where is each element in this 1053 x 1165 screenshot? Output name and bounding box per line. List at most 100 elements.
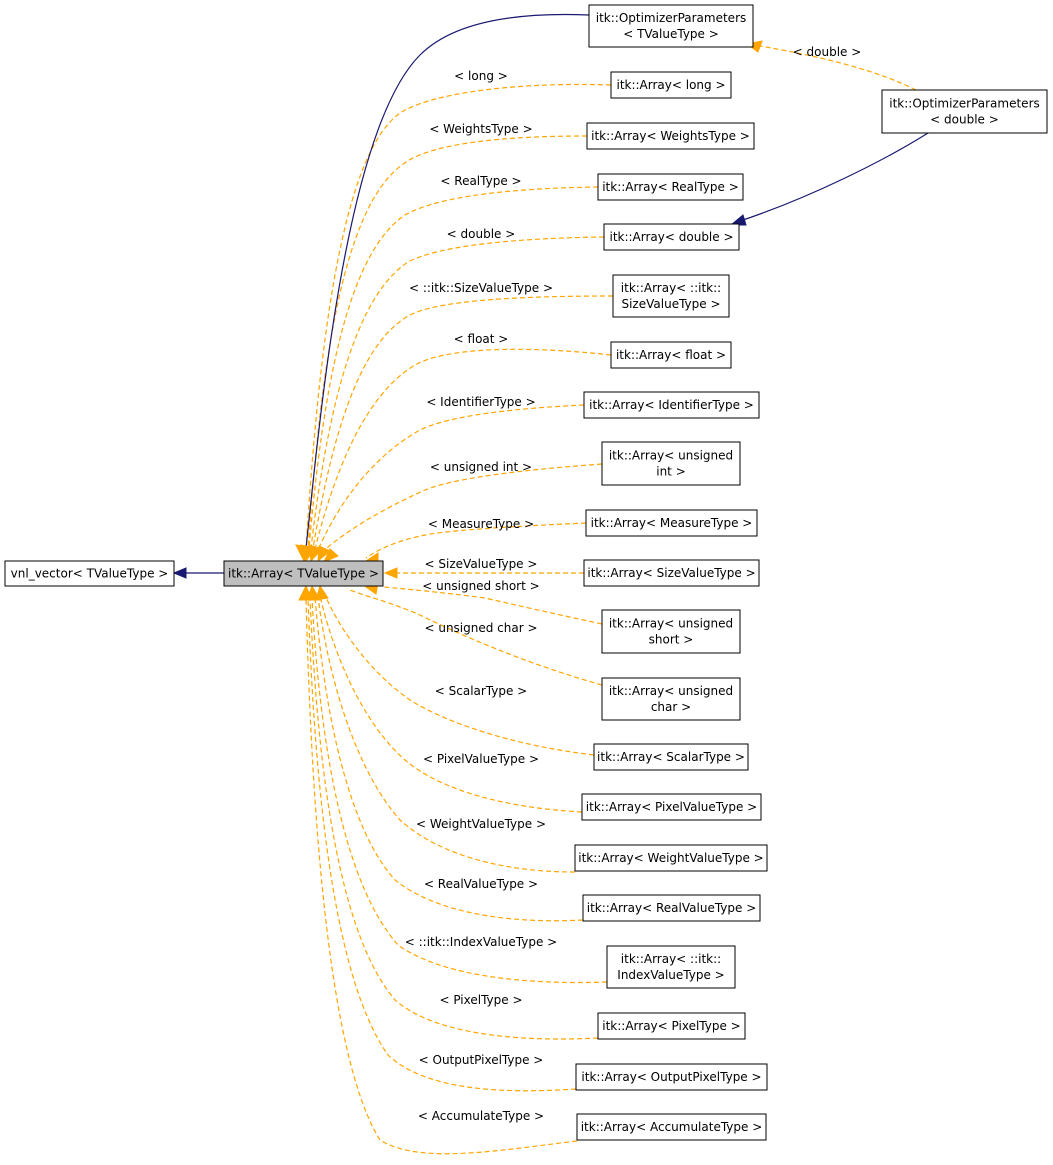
node-label: itk::Array< IdentifierType > — [589, 398, 754, 412]
edge-label-array-measure: < MeasureType > — [428, 517, 534, 531]
node-box — [588, 4, 754, 48]
node-box — [597, 1012, 746, 1040]
edge-label-array-weights: < WeightsType > — [429, 122, 532, 136]
template-edge-array-scalar — [324, 594, 595, 756]
node-label: IndexValueType > — [617, 968, 724, 982]
node-array-measure[interactable]: itk::Array< MeasureType > — [585, 509, 758, 537]
template-edge-array-itk-index — [311, 597, 608, 984]
node-optparams-double[interactable]: itk::OptimizerParameters< double > — [881, 89, 1048, 134]
node-array-base[interactable]: itk::Array< TValueType > — [223, 560, 384, 587]
node-label: < TValueType > — [623, 27, 719, 41]
node-label: itk::Array< RealType > — [602, 180, 739, 194]
inheritance-edge-array-double — [736, 132, 929, 223]
node-box — [583, 559, 760, 587]
template-edge-array-pixelvalue — [319, 595, 583, 813]
template-edge-array-double — [310, 236, 605, 549]
node-array-scalar[interactable]: itk::Array< ScalarType > — [593, 743, 749, 771]
inheritance-edge-optparams-t — [305, 13, 590, 549]
node-array-float[interactable]: itk::Array< float > — [610, 341, 732, 369]
node-box — [601, 441, 741, 486]
arrowhead-array-base-3 — [317, 545, 331, 563]
edge-label-array-scalar: < ScalarType > — [435, 684, 528, 698]
arrowhead-array-base-4 — [323, 548, 339, 563]
edge-label-optparams-double: < double > — [793, 45, 862, 59]
node-array-weightvalue[interactable]: itk::Array< WeightValueType > — [574, 844, 768, 872]
node-label: short > — [649, 633, 694, 647]
edge-label-array-weightvalue: < WeightValueType > — [416, 817, 546, 831]
node-label: itk::OptimizerParameters — [596, 11, 747, 25]
edge-label-array-long: < long > — [454, 69, 508, 83]
template-edge-array-pixel — [309, 597, 599, 1040]
arrowhead-array-base-6 — [383, 567, 398, 579]
node-box — [582, 894, 761, 922]
node-box — [585, 509, 758, 537]
node-label: SizeValueType > — [621, 297, 720, 311]
edge-label-array-ushort: < unsigned short > — [422, 579, 539, 593]
node-label: itk::Array< ScalarType > — [597, 750, 745, 764]
node-array-pixel[interactable]: itk::Array< PixelType > — [597, 1012, 746, 1040]
node-box — [581, 793, 762, 821]
node-array-itk-size[interactable]: itk::Array< ::itk::SizeValueType > — [612, 274, 730, 318]
edge-label-array-itk-size: < ::itk::SizeValueType > — [409, 281, 553, 295]
node-box — [4, 560, 175, 587]
node-label: itk::Array< WeightsType > — [591, 129, 750, 143]
node-box — [574, 844, 768, 872]
node-array-real[interactable]: itk::Array< RealType > — [597, 173, 744, 201]
node-array-sizevalue[interactable]: itk::Array< SizeValueType > — [583, 559, 760, 587]
template-edge-array-weightvalue — [317, 596, 576, 873]
node-label: itk::Array< double > — [609, 230, 733, 244]
edge-label-array-accumulate: < AccumulateType > — [418, 1109, 544, 1123]
node-label: itk::Array< ::itk:: — [621, 952, 721, 966]
node-label: < double > — [930, 113, 999, 127]
node-box — [575, 1063, 768, 1091]
node-box — [601, 677, 741, 721]
node-array-long[interactable]: itk::Array< long > — [610, 71, 732, 99]
node-array-realvalue[interactable]: itk::Array< RealValueType > — [582, 894, 761, 922]
template-edge-array-identifier — [317, 404, 585, 551]
node-box — [881, 89, 1048, 134]
node-array-itk-index[interactable]: itk::Array< ::itk::IndexValueType > — [606, 945, 736, 989]
node-label: int > — [656, 465, 686, 479]
node-array-accumulate[interactable]: itk::Array< AccumulateType > — [576, 1113, 767, 1141]
node-label: itk::OptimizerParameters — [889, 97, 1040, 111]
edge-label-array-pixelvalue: < PixelValueType > — [423, 752, 539, 766]
node-optparams-t[interactable]: itk::OptimizerParameters< TValueType > — [588, 4, 754, 48]
node-box — [586, 122, 755, 150]
node-box — [603, 223, 740, 251]
template-edge-array-realvalue — [314, 596, 584, 922]
node-box — [583, 391, 760, 419]
edge-label-array-real: < RealType > — [440, 174, 521, 188]
edge-label-array-realvalue: < RealValueType > — [424, 877, 538, 891]
node-array-pixelvalue[interactable]: itk::Array< PixelValueType > — [581, 793, 762, 821]
node-box — [606, 945, 736, 989]
node-array-identifier[interactable]: itk::Array< IdentifierType > — [583, 391, 760, 419]
node-box — [593, 743, 749, 771]
node-label: vnl_vector< TValueType > — [11, 567, 169, 581]
node-box — [610, 341, 732, 369]
edge-label-array-pixel: < PixelType > — [439, 993, 522, 1007]
node-label: char > — [651, 700, 691, 714]
node-label: itk::Array< PixelType > — [602, 1019, 740, 1033]
edge-label-array-double: < double > — [447, 227, 516, 241]
node-array-outputpixel[interactable]: itk::Array< OutputPixelType > — [575, 1063, 768, 1091]
edge-label-array-itk-index: < ::itk::IndexValueType > — [405, 935, 557, 949]
template-edge-array-long — [305, 83, 612, 549]
node-vnl-vector[interactable]: vnl_vector< TValueType > — [4, 560, 175, 587]
node-label: itk::Array< AccumulateType > — [581, 1120, 763, 1134]
edge-label-array-outputpixel: < OutputPixelType > — [419, 1053, 544, 1067]
node-box — [601, 609, 741, 654]
arrowhead-array-base-10 — [298, 584, 313, 601]
arrowhead-array-base-8 — [315, 584, 329, 601]
template-edge-array-itk-size — [312, 295, 614, 549]
node-array-weights[interactable]: itk::Array< WeightsType > — [586, 122, 755, 150]
node-array-double[interactable]: itk::Array< double > — [603, 223, 740, 251]
node-label: itk::Array< TValueType > — [228, 567, 379, 581]
node-label: itk::Array< unsigned — [609, 684, 733, 698]
node-label: itk::Array< OutputPixelType > — [581, 1070, 761, 1084]
node-box — [576, 1113, 767, 1141]
node-label: itk::Array< WeightValueType > — [578, 851, 763, 865]
